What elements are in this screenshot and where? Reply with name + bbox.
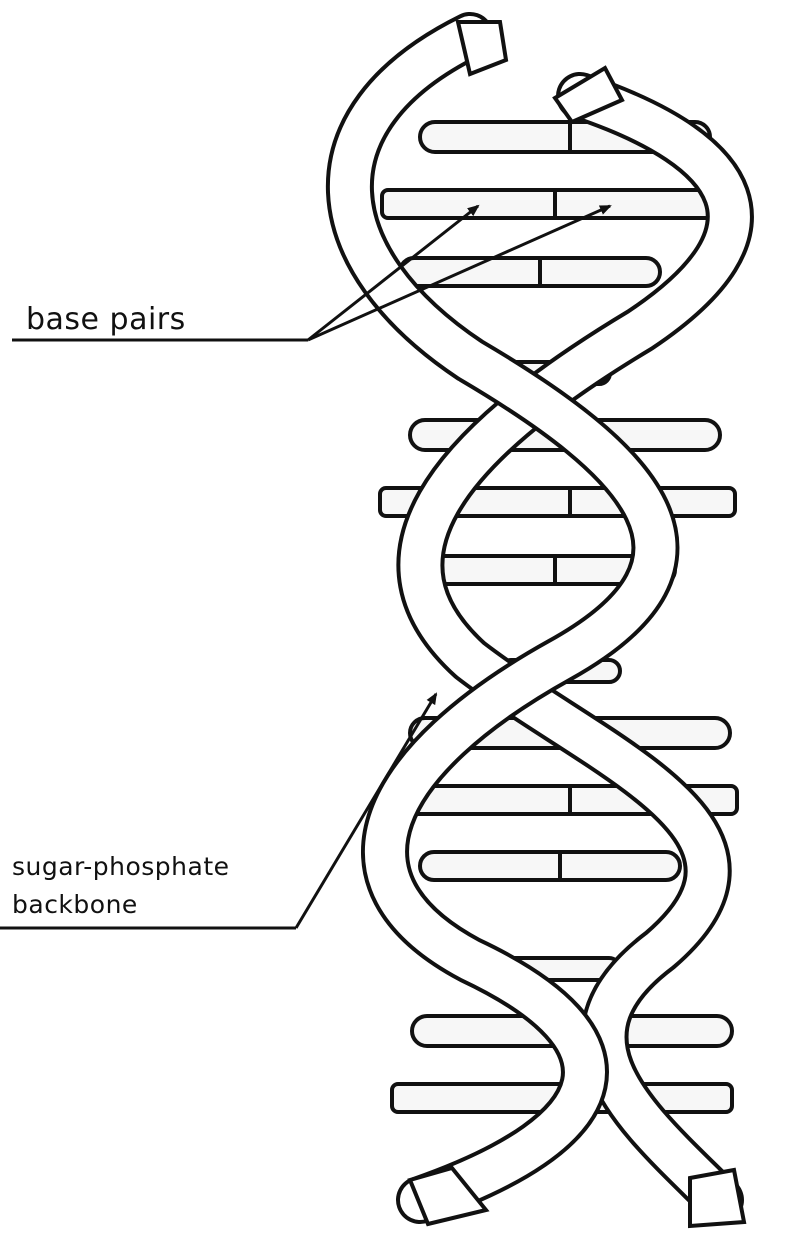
bottom-right-ribbon-end xyxy=(690,1170,744,1226)
backbone-label: backbone xyxy=(12,890,138,919)
base-pair-rung xyxy=(420,852,680,880)
base-pairs-label: base pairs xyxy=(26,302,186,337)
base-pair-rung xyxy=(382,190,712,218)
sugar-phosphate-label: sugar-phosphate xyxy=(12,852,230,881)
top-left-ribbon-end xyxy=(458,22,506,74)
